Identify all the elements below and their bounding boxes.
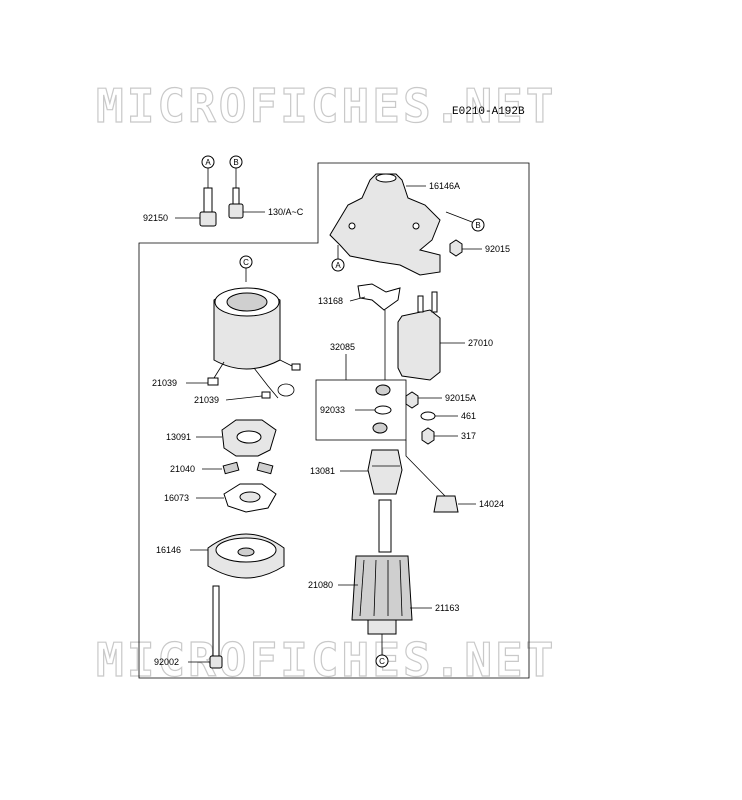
- callout-b-top: B: [233, 158, 238, 167]
- part-label-92033: 92033: [320, 405, 345, 415]
- through-bolt-92002: [212, 585, 220, 659]
- yoke-interior: [226, 292, 268, 312]
- housing-top-cap: [375, 173, 397, 183]
- leader-line: [445, 211, 473, 223]
- callout-a-top: A: [205, 158, 211, 167]
- armature-shaft: [378, 499, 392, 553]
- pinion-clutch-13081: [367, 449, 403, 495]
- watermark-top: MICROFICHES.NET: [96, 79, 556, 133]
- part-label-317: 317: [461, 431, 476, 441]
- shift-lever-13168: [357, 283, 401, 311]
- armature-21080: [351, 555, 413, 621]
- callout-c-bottom: C: [379, 657, 385, 666]
- armature-winding: [359, 559, 365, 617]
- leader-line: [225, 395, 263, 401]
- diagram-code: E0210-A192B: [452, 106, 525, 118]
- armature-winding: [399, 559, 403, 617]
- callout-a-mid: A: [335, 261, 341, 270]
- part-label-32085: 32085: [330, 342, 355, 352]
- end-cover-bearing: [237, 547, 255, 557]
- part-label-13081: 13081: [310, 466, 335, 476]
- assembly-frame: [138, 162, 530, 679]
- part-label-92150: 92150: [143, 213, 168, 223]
- washer-92033: [374, 405, 392, 415]
- nut-92015A: [405, 391, 419, 409]
- plate-center: [239, 491, 261, 503]
- leader-line: [349, 296, 366, 302]
- wire-connector: [291, 363, 301, 371]
- bolt-130-head: [228, 203, 244, 219]
- part-label-130: 130/A~C: [268, 207, 304, 217]
- part-label-13091: 13091: [166, 432, 191, 442]
- yoke-wire: [213, 361, 225, 379]
- bolt-130-shank: [232, 187, 240, 205]
- through-bolt-head: [209, 655, 223, 669]
- brush-spring-21040: [222, 461, 240, 475]
- nut-92015: [449, 239, 463, 257]
- wire-connector: [261, 391, 271, 399]
- callout-c-top: C: [243, 258, 249, 267]
- bolt-92150-head: [199, 211, 217, 227]
- yoke-wire: [253, 367, 279, 399]
- callout-circle-c: [375, 654, 389, 668]
- solenoid-27010: [397, 309, 441, 381]
- wire-loop: [277, 383, 295, 397]
- part-label-27010: 27010: [468, 338, 493, 348]
- part-label-461: 461: [461, 411, 476, 421]
- solenoid-terminal: [417, 295, 424, 313]
- group-bracket-32085: [315, 379, 407, 441]
- part-label-21039-a: 21039: [152, 378, 177, 388]
- part-label-21163: 21163: [435, 603, 459, 613]
- part-label-21040: 21040: [170, 464, 195, 474]
- part-label-16073: 16073: [164, 493, 189, 503]
- part-label-21080: 21080: [308, 580, 333, 590]
- washer: [372, 422, 388, 434]
- part-label-92015: 92015: [485, 244, 510, 254]
- armature-winding: [373, 559, 377, 617]
- bolt-92150-shank: [203, 187, 213, 213]
- part-label-14024: 14024: [479, 499, 504, 509]
- nut-317: [421, 427, 435, 445]
- part-label-13168: 13168: [318, 296, 343, 306]
- part-label-21039-b: 21039: [194, 395, 219, 405]
- solenoid-terminal: [431, 291, 438, 313]
- wire-connector: [207, 377, 219, 386]
- part-label-16146A: 16146A: [429, 181, 460, 191]
- housing-bolt-hole: [412, 222, 420, 230]
- part-label-92015A: 92015A: [445, 393, 476, 403]
- housing-bolt-hole: [348, 222, 356, 230]
- callout-circle-b: [471, 218, 485, 232]
- cap-14024: [433, 495, 459, 513]
- washer: [375, 384, 391, 396]
- brush-holder-center: [236, 430, 262, 444]
- commutator: [367, 619, 397, 635]
- leader-line: [405, 440, 446, 497]
- brush-spring-21040: [256, 461, 274, 475]
- part-label-92002: 92002: [154, 657, 179, 667]
- solenoid-housing-16146A: [329, 173, 441, 276]
- callout-b-right: B: [475, 221, 480, 230]
- part-label-16146: 16146: [156, 545, 181, 555]
- washer-461: [420, 411, 436, 421]
